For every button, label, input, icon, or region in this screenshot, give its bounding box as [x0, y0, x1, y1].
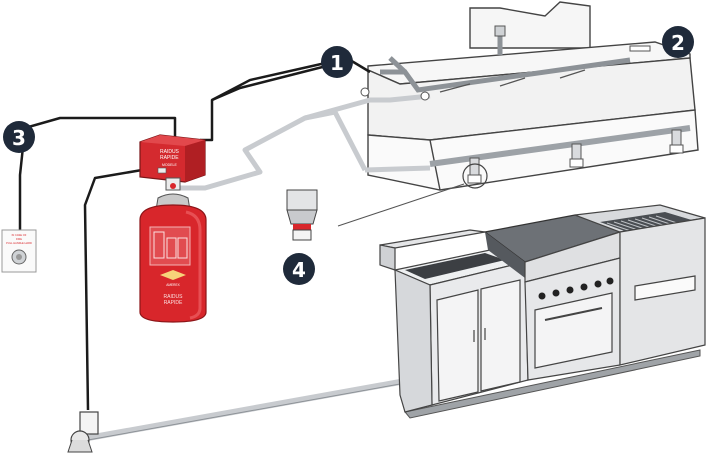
cabinet-door-right [480, 279, 521, 392]
callout-badge-2: 2 [662, 26, 694, 58]
gas-supply-pipe [85, 379, 403, 441]
control-box-brand-1: RAIDUS [160, 149, 180, 155]
callout-number-3: 3 [12, 126, 26, 150]
gas-shutoff-valve [67, 411, 99, 453]
appliance-nozzle [569, 143, 584, 168]
exhaust-duct [469, 1, 591, 49]
oven-door [534, 292, 613, 369]
cooking-appliances [379, 204, 706, 419]
release-control-box: RAIDUS RAPIDE MODELE [139, 134, 206, 183]
kitchen-hood [367, 1, 699, 191]
gas-valve-cable [83, 168, 143, 411]
cylinder-logo [160, 270, 186, 280]
cylinder-brand-1: RAIDUS [164, 294, 184, 300]
fryer-well [405, 253, 505, 279]
nozzle-closeup [286, 189, 318, 241]
callout-number-4: 4 [292, 258, 306, 282]
agent-cylinder: AMEREX RAIDUS RAPIDE [139, 177, 207, 323]
cylinder-brand-2: RAPIDE [164, 300, 183, 306]
hood-top-pipe [380, 57, 631, 93]
oven-knobs [538, 277, 614, 300]
manual-pull-station: IN CASE OF FIRE PULL HANDLE HARD [1, 229, 37, 273]
appliance-nozzle [669, 129, 684, 154]
callout-badge-1: 1 [321, 46, 353, 78]
callout-number-1: 1 [330, 51, 344, 75]
fusible-link-rod [559, 69, 586, 79]
oven-handle [544, 307, 603, 321]
callout-badge-3: 3 [3, 121, 35, 153]
pull-station-line-3: PULL HANDLE HARD [6, 241, 32, 245]
pull-station-line-1: IN CASE OF [12, 233, 27, 237]
charbroiler-grate [600, 212, 705, 236]
magnifier-leader-line [337, 183, 465, 227]
callout-badge-4: 4 [283, 253, 315, 285]
broiler-drawer [634, 275, 696, 301]
fryer-top-back [379, 229, 486, 249]
appliance-nozzle [467, 157, 482, 184]
fusible-link-rod [499, 77, 526, 87]
callout-number-2: 2 [671, 31, 685, 55]
nozzle-magnifier-circle [462, 163, 488, 189]
control-box-brand-2: RAPIDE [160, 155, 179, 161]
fusible-link-rod [439, 83, 471, 93]
cabinet-door-left [436, 289, 479, 402]
pull-station-line-2: FIRE [16, 237, 22, 241]
detection-pulley [629, 45, 651, 52]
cylinder-label-panel [149, 226, 191, 266]
duct-nozzle [494, 25, 506, 37]
cylinder-sub-brand: AMEREX [166, 283, 180, 287]
pull-station-cable [18, 116, 177, 230]
control-box-model: MODELE [162, 163, 177, 167]
